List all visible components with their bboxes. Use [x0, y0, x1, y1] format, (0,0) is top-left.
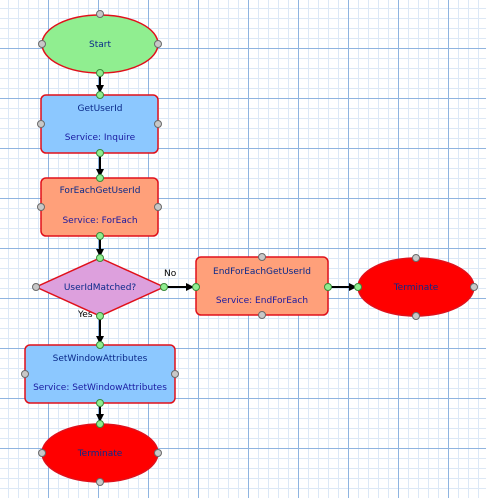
terminate-right-label: Terminate [393, 283, 439, 293]
endforeach-node[interactable]: EndForEachGetUserId Service: EndForEach [192, 253, 332, 319]
connector-handle-active[interactable] [96, 254, 104, 262]
getuserid-label: GetUserId [78, 104, 123, 114]
connector-handle-active[interactable] [96, 399, 104, 407]
getuserid-service: Service: Inquire [65, 133, 136, 143]
connector-handle[interactable] [412, 254, 420, 262]
decision-label: UserIdMatched? [64, 283, 137, 293]
connector-handle-active[interactable] [96, 174, 104, 182]
connector-handle-active[interactable] [96, 91, 104, 99]
connector-handle[interactable] [154, 203, 162, 211]
connector-handle-active[interactable] [96, 341, 104, 349]
connector-handle[interactable] [37, 120, 45, 128]
decision-node[interactable]: UserIdMatched? [32, 254, 168, 320]
connector-handle[interactable] [470, 283, 478, 291]
start-label: Start [89, 40, 111, 50]
terminate-right-node[interactable]: Terminate [354, 254, 478, 320]
getuserid-node[interactable]: GetUserId Service: Inquire [37, 91, 162, 157]
connector-handle[interactable] [171, 370, 179, 378]
connector-handle[interactable] [38, 449, 46, 457]
setwindow-label: SetWindowAttributes [53, 354, 148, 364]
connector-handle[interactable] [38, 40, 46, 48]
foreach-service: Service: ForEach [62, 216, 137, 226]
setwindow-node[interactable]: SetWindowAttributes Service: SetWindowAt… [21, 341, 179, 407]
connector-handle[interactable] [154, 449, 162, 457]
setwindow-service: Service: SetWindowAttributes [33, 383, 167, 393]
endforeach-service: Service: EndForEach [216, 296, 308, 306]
connector-handle[interactable] [96, 478, 104, 486]
connector-handle[interactable] [21, 370, 29, 378]
foreach-node[interactable]: ForEachGetUserId Service: ForEach [37, 174, 162, 240]
connector-handle[interactable] [412, 312, 420, 320]
connector-handle[interactable] [154, 40, 162, 48]
endforeach-label: EndForEachGetUserId [213, 267, 311, 277]
endforeach-shape [195, 256, 329, 316]
terminate-bottom-label: Terminate [77, 449, 123, 459]
terminate-bottom-node[interactable]: Terminate [38, 420, 162, 486]
connector-handle[interactable] [258, 311, 266, 319]
connector-handle-active[interactable] [96, 232, 104, 240]
connector-handle[interactable] [32, 283, 40, 291]
connector-handle-active[interactable] [324, 283, 332, 291]
edges: No Yes [77, 74, 357, 422]
foreach-label: ForEachGetUserId [60, 186, 141, 196]
connector-handle-active[interactable] [96, 312, 104, 320]
connector-handle-active[interactable] [192, 283, 200, 291]
connector-handle-active[interactable] [96, 420, 104, 428]
edge-label-no: No [164, 269, 177, 279]
connector-handle-active[interactable] [96, 69, 104, 77]
connector-handle-active[interactable] [96, 149, 104, 157]
connector-handle[interactable] [96, 10, 104, 18]
start-node[interactable]: Start [38, 10, 162, 77]
connector-handle[interactable] [154, 120, 162, 128]
connector-handle[interactable] [37, 203, 45, 211]
connector-handle-active[interactable] [160, 283, 168, 291]
connector-handle-active[interactable] [354, 283, 362, 291]
connector-handle[interactable] [258, 253, 266, 261]
edge-label-yes: Yes [77, 310, 93, 320]
